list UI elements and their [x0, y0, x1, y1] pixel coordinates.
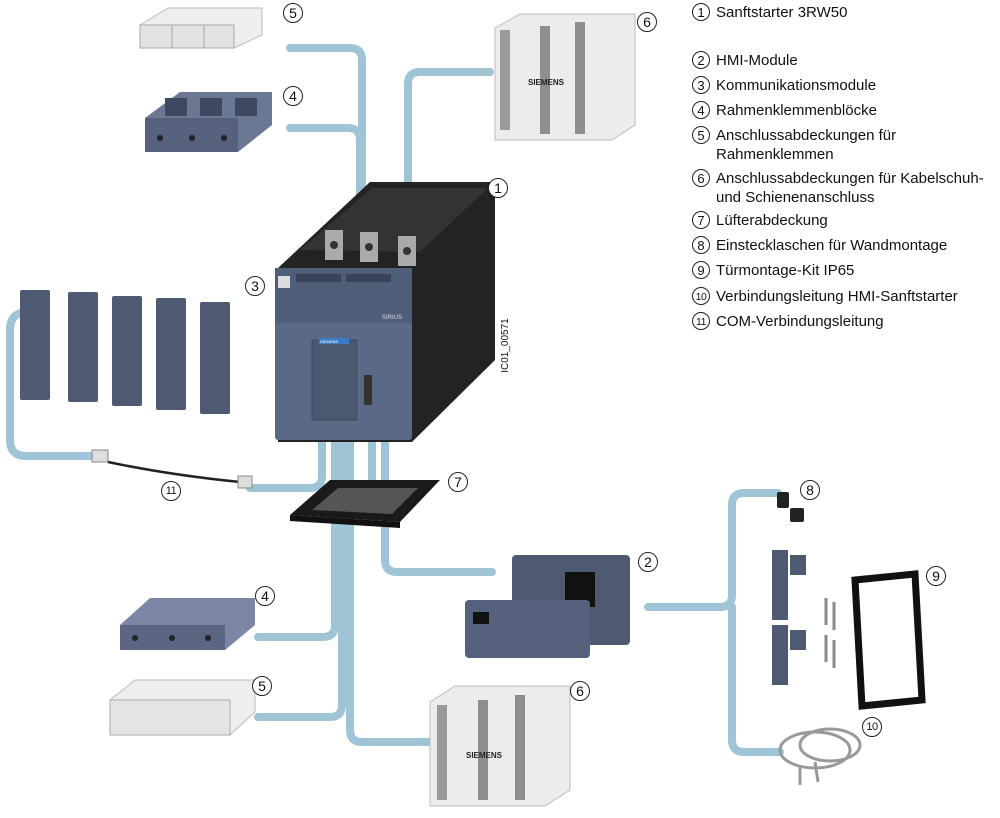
legend-label-line1: Anschlussabdeckungen für [716, 127, 897, 144]
callout-11: 11 [161, 481, 181, 501]
legend-item: 9 Türmontage-Kit IP65 [692, 261, 854, 280]
frame-terminal-block-top [145, 92, 272, 152]
siemens-logo: SIEMENS [528, 78, 565, 87]
callout-8: 8 [800, 480, 820, 500]
soft-starter-3rw50: SIEMENS SIRIUS [275, 182, 495, 442]
callout-7: 7 [448, 472, 468, 492]
callout-4-top: 4 [283, 86, 303, 106]
terminal-cover-cable-lug-bottom: SIEMENS [429, 685, 571, 807]
legend-number: 3 [692, 76, 710, 94]
callout-9: 9 [926, 566, 946, 586]
legend-label-line1: Anschlussabdeckungen für Kabelschuh- [716, 170, 984, 187]
sirius-label: SIRIUS [382, 315, 402, 321]
legend-label-line2: und Schienenanschluss [716, 189, 875, 206]
legend-number: 9 [692, 261, 710, 279]
callout-6-top: 6 [637, 12, 657, 32]
legend-number: 4 [692, 101, 710, 119]
legend-number: 6 [692, 169, 710, 187]
legend-number: 5 [692, 126, 710, 144]
communication-modules [20, 290, 230, 414]
door-mounting-kit-ip65 [772, 550, 926, 710]
legend-label: Kommunikationsmodule [716, 77, 877, 94]
legend-label: Rahmenklemmenblöcke [716, 102, 877, 119]
callout-6-bottom: 6 [570, 681, 590, 701]
terminal-cover-cable-lug-top: SIEMENS [494, 13, 636, 141]
legend-number: 7 [692, 211, 710, 229]
legend-item: 8 Einstecklaschen für Wandmontage [692, 236, 947, 255]
legend-label: Einstecklaschen für Wandmontage [716, 237, 948, 254]
legend-item: 11 COM-Verbindungsleitung [692, 312, 884, 331]
legend-item: 7 Lüfterabdeckung [692, 211, 828, 230]
figure-id: IC01_00571 [499, 318, 511, 373]
legend-label: Sanftstarter 3RW50 [716, 4, 848, 21]
callout-3: 3 [245, 276, 265, 296]
legend-item: 4 Rahmenklemmenblöcke [692, 101, 877, 120]
legend-number: 1 [692, 3, 710, 21]
connector-lines [6, 44, 784, 756]
legend-label: Lüfterabdeckung [716, 212, 828, 229]
legend-number: 2 [692, 51, 710, 69]
legend-label-line2: Rahmenklemmen [716, 146, 834, 163]
callout-1: 1 [488, 178, 508, 198]
wall-mount-tabs [777, 492, 804, 522]
legend-label: Anschlussabdeckungen für Kabelschuh-und … [716, 169, 984, 207]
callout-10: 10 [862, 717, 882, 737]
callout-5-top: 5 [283, 3, 303, 23]
legend-number: 8 [692, 236, 710, 254]
callout-5-bottom: 5 [252, 676, 272, 696]
svg-text:SIEMENS: SIEMENS [320, 339, 338, 344]
terminal-cover-frame-top [139, 7, 263, 49]
legend-label: Verbindungsleitung HMI-Sanftstarter [716, 288, 958, 305]
legend-item: 3 Kommunikationsmodule [692, 76, 876, 95]
frame-terminal-block-bottom [120, 598, 255, 650]
legend-number: 11 [692, 312, 710, 330]
legend-item: 10 Verbindungsleitung HMI-Sanftstarter [692, 287, 958, 306]
legend-number: 10 [692, 287, 710, 305]
svg-text:SIEMENS: SIEMENS [466, 751, 503, 760]
legend-label: HMI-Module [716, 52, 798, 69]
legend-item: 1 Sanftstarter 3RW50 [692, 3, 847, 22]
com-cable [91, 449, 253, 489]
legend-item: 6 Anschlussabdeckungen für Kabelschuh-und… [692, 169, 984, 207]
terminal-cover-frame-bottom [109, 679, 256, 736]
legend-item: 2 HMI-Module [692, 51, 798, 70]
callout-4-bottom: 4 [255, 586, 275, 606]
hmi-modules [465, 555, 630, 658]
hmi-connection-cable [778, 727, 862, 785]
fan-cover [290, 480, 440, 528]
legend-label: Türmontage-Kit IP65 [716, 262, 855, 279]
callout-2: 2 [638, 552, 658, 572]
legend-label: COM-Verbindungsleitung [716, 313, 884, 330]
